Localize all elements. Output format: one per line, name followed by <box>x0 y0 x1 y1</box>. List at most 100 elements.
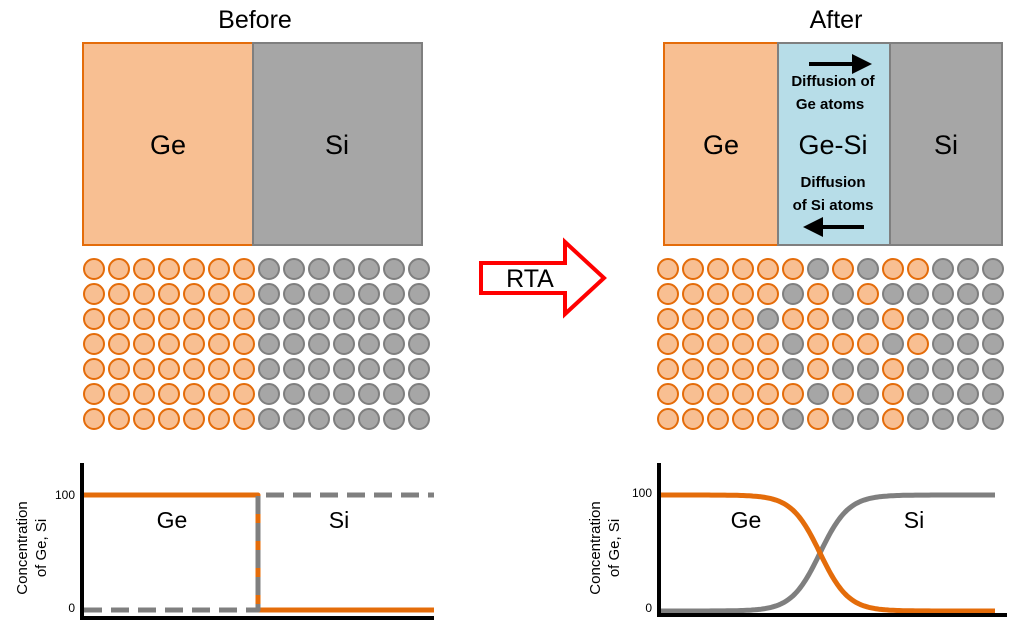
after-si-atom <box>857 308 879 330</box>
rta-process-arrow: RTA <box>479 237 607 319</box>
after-ge-atom <box>832 383 854 405</box>
before-ge-atom <box>133 383 155 405</box>
before-si-atom <box>383 358 405 380</box>
after-graph-si-label: Si <box>904 507 924 533</box>
after-si-atom <box>757 308 779 330</box>
after-ylabel-line1: Concentration <box>587 501 604 594</box>
before-ge-atom <box>158 333 180 355</box>
before-si-atom <box>283 408 305 430</box>
before-si-atom <box>408 258 430 280</box>
before-ytick-0: 0 <box>68 601 75 615</box>
before-ge-atom <box>133 283 155 305</box>
after-si-atom <box>832 358 854 380</box>
before-ylabel-line2: of Ge, Si <box>33 519 50 577</box>
after-si-atom <box>957 333 979 355</box>
after-si-concentration-line <box>660 492 996 614</box>
after-si-atom <box>932 308 954 330</box>
before-ge-atom <box>233 408 255 430</box>
after-si-atom <box>907 308 929 330</box>
before-ge-atom <box>208 258 230 280</box>
before-ge-atom <box>108 358 130 380</box>
ge-diffusion-text-line2: Ge atoms <box>796 96 864 113</box>
before-ge-atom <box>83 258 105 280</box>
after-si-atom <box>957 358 979 380</box>
before-si-atom <box>358 408 380 430</box>
after-si-atom <box>982 308 1004 330</box>
after-si-atom <box>832 308 854 330</box>
before-ge-atom <box>108 333 130 355</box>
before-ge-atom <box>208 283 230 305</box>
before-si-atom <box>358 308 380 330</box>
after-si-atom <box>782 408 804 430</box>
before-si-atom <box>308 383 330 405</box>
before-ge-atom <box>233 358 255 380</box>
before-si-atom <box>333 383 355 405</box>
before-ge-atom <box>108 408 130 430</box>
before-ge-atom <box>133 308 155 330</box>
before-ge-atom <box>133 358 155 380</box>
after-si-atom <box>932 283 954 305</box>
before-si-atom <box>408 283 430 305</box>
after-ge-atom <box>707 283 729 305</box>
before-ge-atom <box>208 383 230 405</box>
before-ge-atom <box>183 358 205 380</box>
after-ge-block <box>663 42 779 246</box>
before-ge-atom <box>158 308 180 330</box>
before-ge-atom <box>208 333 230 355</box>
after-ge-atom <box>782 258 804 280</box>
after-ge-atom <box>682 408 704 430</box>
before-ylabel-line1: Concentration <box>14 501 31 594</box>
before-si-atom <box>283 308 305 330</box>
before-si-atom <box>383 383 405 405</box>
after-ge-atom <box>782 383 804 405</box>
after-si-atom <box>932 258 954 280</box>
before-si-atom <box>358 358 380 380</box>
after-si-atom <box>957 258 979 280</box>
before-ge-atom <box>183 333 205 355</box>
after-ge-atom <box>782 308 804 330</box>
after-si-atom <box>982 358 1004 380</box>
after-si-atom <box>982 283 1004 305</box>
after-si-atom <box>932 333 954 355</box>
after-si-atom <box>907 358 929 380</box>
after-ge-atom <box>707 383 729 405</box>
after-ge-atom <box>832 258 854 280</box>
before-ge-atom <box>108 258 130 280</box>
after-ge-atom <box>732 333 754 355</box>
before-si-atom <box>383 308 405 330</box>
after-si-atom <box>932 408 954 430</box>
after-si-atom <box>857 383 879 405</box>
after-ytick-100: 100 <box>632 486 652 500</box>
after-ge-atom <box>807 333 829 355</box>
after-ge-atom <box>882 383 904 405</box>
after-ge-atom <box>757 383 779 405</box>
before-si-atom <box>308 308 330 330</box>
before-si-atom <box>308 283 330 305</box>
after-si-atom <box>782 333 804 355</box>
before-si-atom <box>358 383 380 405</box>
after-si-block <box>889 42 1003 246</box>
before-si-atom <box>333 408 355 430</box>
before-ge-atom <box>233 308 255 330</box>
after-ge-atom <box>682 358 704 380</box>
before-si-atom <box>283 333 305 355</box>
after-si-atom <box>982 258 1004 280</box>
before-si-atom <box>283 283 305 305</box>
after-ge-atom <box>707 408 729 430</box>
after-si-atom <box>782 283 804 305</box>
before-ge-atom <box>183 308 205 330</box>
before-si-atom <box>308 258 330 280</box>
after-gesi-label: Ge-Si <box>798 130 867 160</box>
after-ge-atom <box>707 333 729 355</box>
before-ge-atom <box>158 358 180 380</box>
after-si-atom <box>932 358 954 380</box>
before-si-label: Si <box>325 130 349 160</box>
after-ge-label: Ge <box>703 130 739 160</box>
before-si-atom <box>308 408 330 430</box>
before-si-atom <box>258 258 280 280</box>
before-ge-atom <box>108 308 130 330</box>
after-ge-atom <box>807 358 829 380</box>
before-ge-atom <box>183 383 205 405</box>
before-si-atom <box>333 258 355 280</box>
before-si-atom <box>308 358 330 380</box>
